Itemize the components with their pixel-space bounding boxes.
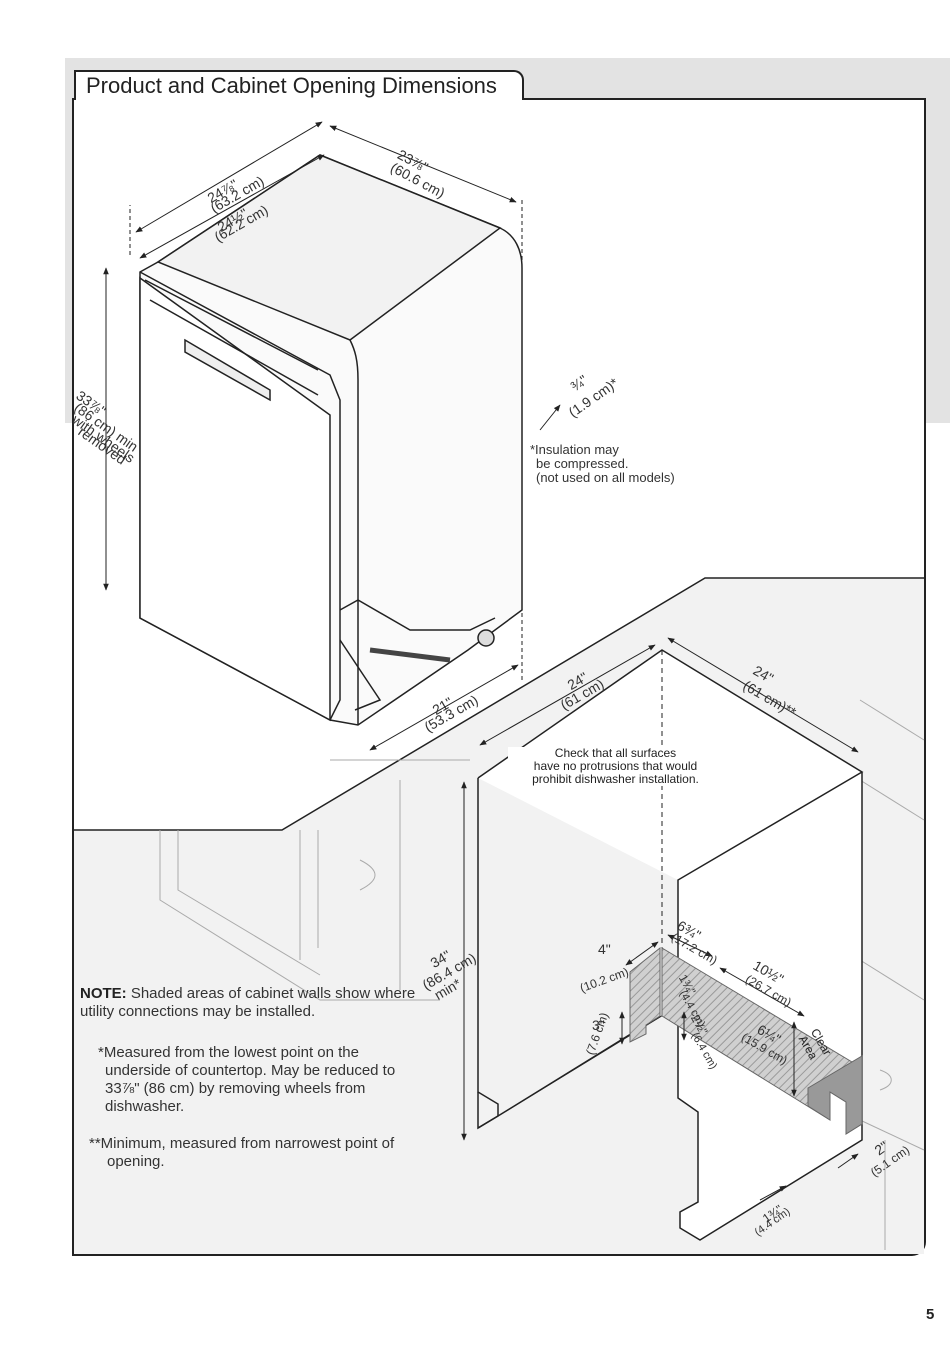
- side-zone-height-label: 3": [592, 1017, 605, 1033]
- section-tab: Product and Cabinet Opening Dimensions: [74, 70, 524, 100]
- left-cabinets: [159, 759, 470, 1001]
- side-zone-width-label: 4": [598, 941, 611, 957]
- right-cabinets: [859, 699, 925, 1250]
- check-note-line: Check that all surfaces: [554, 746, 677, 760]
- insulation-note-line: (not used on all models): [536, 470, 675, 485]
- section-title: Product and Cabinet Opening Dimensions: [86, 73, 497, 98]
- insulation-note: *Insulation may be compressed. (not used…: [530, 443, 675, 485]
- dishwasher-illustration: [139, 154, 523, 726]
- check-note-line: have no protrusions that would: [533, 759, 698, 773]
- check-surfaces-note: Check that all surfaces have no protrusi…: [508, 747, 723, 786]
- footnote-2: **Minimum, measured from narrowest point…: [89, 1135, 394, 1171]
- insulation-note-line: *Insulation may: [530, 442, 619, 457]
- utility-zones: [629, 946, 863, 1135]
- footnote-line: 33⅞" (86 cm) by removing wheels from: [105, 1080, 366, 1097]
- footnote-line: dishwasher.: [105, 1098, 185, 1115]
- footnote-line: underside of countertop. May be reduced …: [105, 1062, 396, 1079]
- note-paragraph: NOTE: Shaded areas of cabinet walls show…: [80, 985, 450, 1021]
- note-label: NOTE:: [80, 985, 127, 1002]
- check-note-line: prohibit dishwasher installation.: [532, 772, 699, 786]
- footnote-line: **Minimum, measured from narrowest point…: [89, 1135, 395, 1152]
- insulation-note-line: be compressed.: [536, 456, 629, 471]
- footnote-1: *Measured from the lowest point on the u…: [98, 1044, 395, 1116]
- footnote-line: opening.: [107, 1153, 165, 1170]
- opening-dimension-lines: [461, 637, 859, 1201]
- page-number: 5: [926, 1306, 935, 1323]
- footnote-line: *Measured from the lowest point on the: [98, 1044, 359, 1061]
- frame-top-rule: [522, 98, 926, 100]
- note-text: Shaded areas of cabinet walls show where…: [80, 985, 416, 1020]
